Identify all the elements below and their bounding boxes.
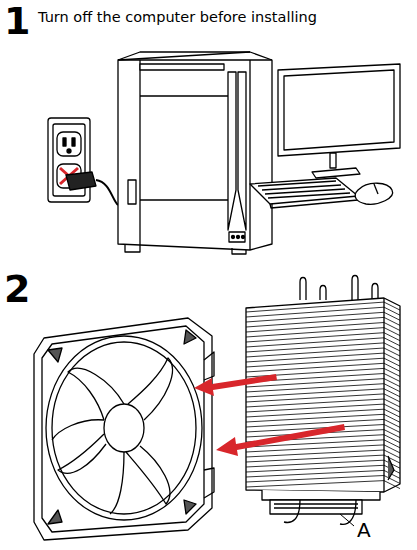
direction-arrows — [194, 374, 345, 456]
mouse — [355, 183, 392, 204]
step-number: 2 — [4, 270, 30, 308]
callout-letter: A — [357, 520, 371, 540]
pc-tower — [118, 52, 272, 254]
step-number: 1 — [4, 2, 30, 40]
monitor — [278, 64, 400, 178]
heatsink — [246, 276, 400, 527]
instruction-text: Turn off the computer before installing — [38, 10, 317, 25]
wall-outlet — [48, 118, 118, 205]
fan — [34, 318, 214, 540]
keyboard — [250, 178, 358, 208]
